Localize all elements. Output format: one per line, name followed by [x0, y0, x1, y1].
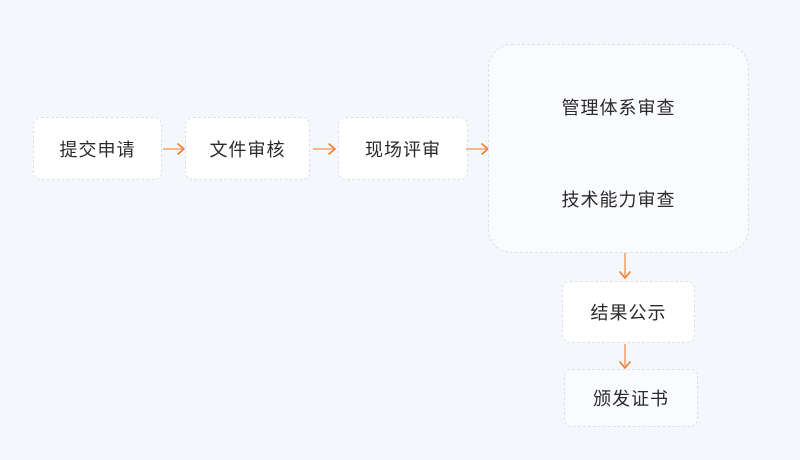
flow-node-label: 现场评审	[365, 139, 441, 160]
flow-node-label: 结果公示	[590, 303, 667, 323]
flow-node-result-publicity: 结果公示	[562, 281, 695, 343]
flow-node-issue-certificate: 颁发证书	[564, 369, 698, 427]
flow-node-label: 提交申请	[59, 139, 136, 160]
flow-node-document-review: 文件审核	[185, 117, 310, 180]
flow-node-onsite-assessment: 现场评审	[338, 117, 468, 180]
arrow-right-icon	[163, 141, 186, 157]
arrow-right-icon	[466, 141, 490, 157]
flow-group-item-technical-capability: 技术能力审查	[561, 190, 676, 210]
flow-group-review: 管理体系审查 技术能力审查	[488, 44, 749, 253]
flow-group-item-management-system: 管理体系审查	[561, 98, 676, 118]
arrow-right-icon	[313, 141, 337, 157]
flow-node-label: 文件审核	[209, 139, 286, 160]
arrow-down-icon	[617, 344, 633, 370]
arrow-down-icon	[617, 253, 633, 280]
flow-node-submit-application: 提交申请	[33, 117, 162, 180]
flow-node-label: 颁发证书	[593, 389, 669, 409]
